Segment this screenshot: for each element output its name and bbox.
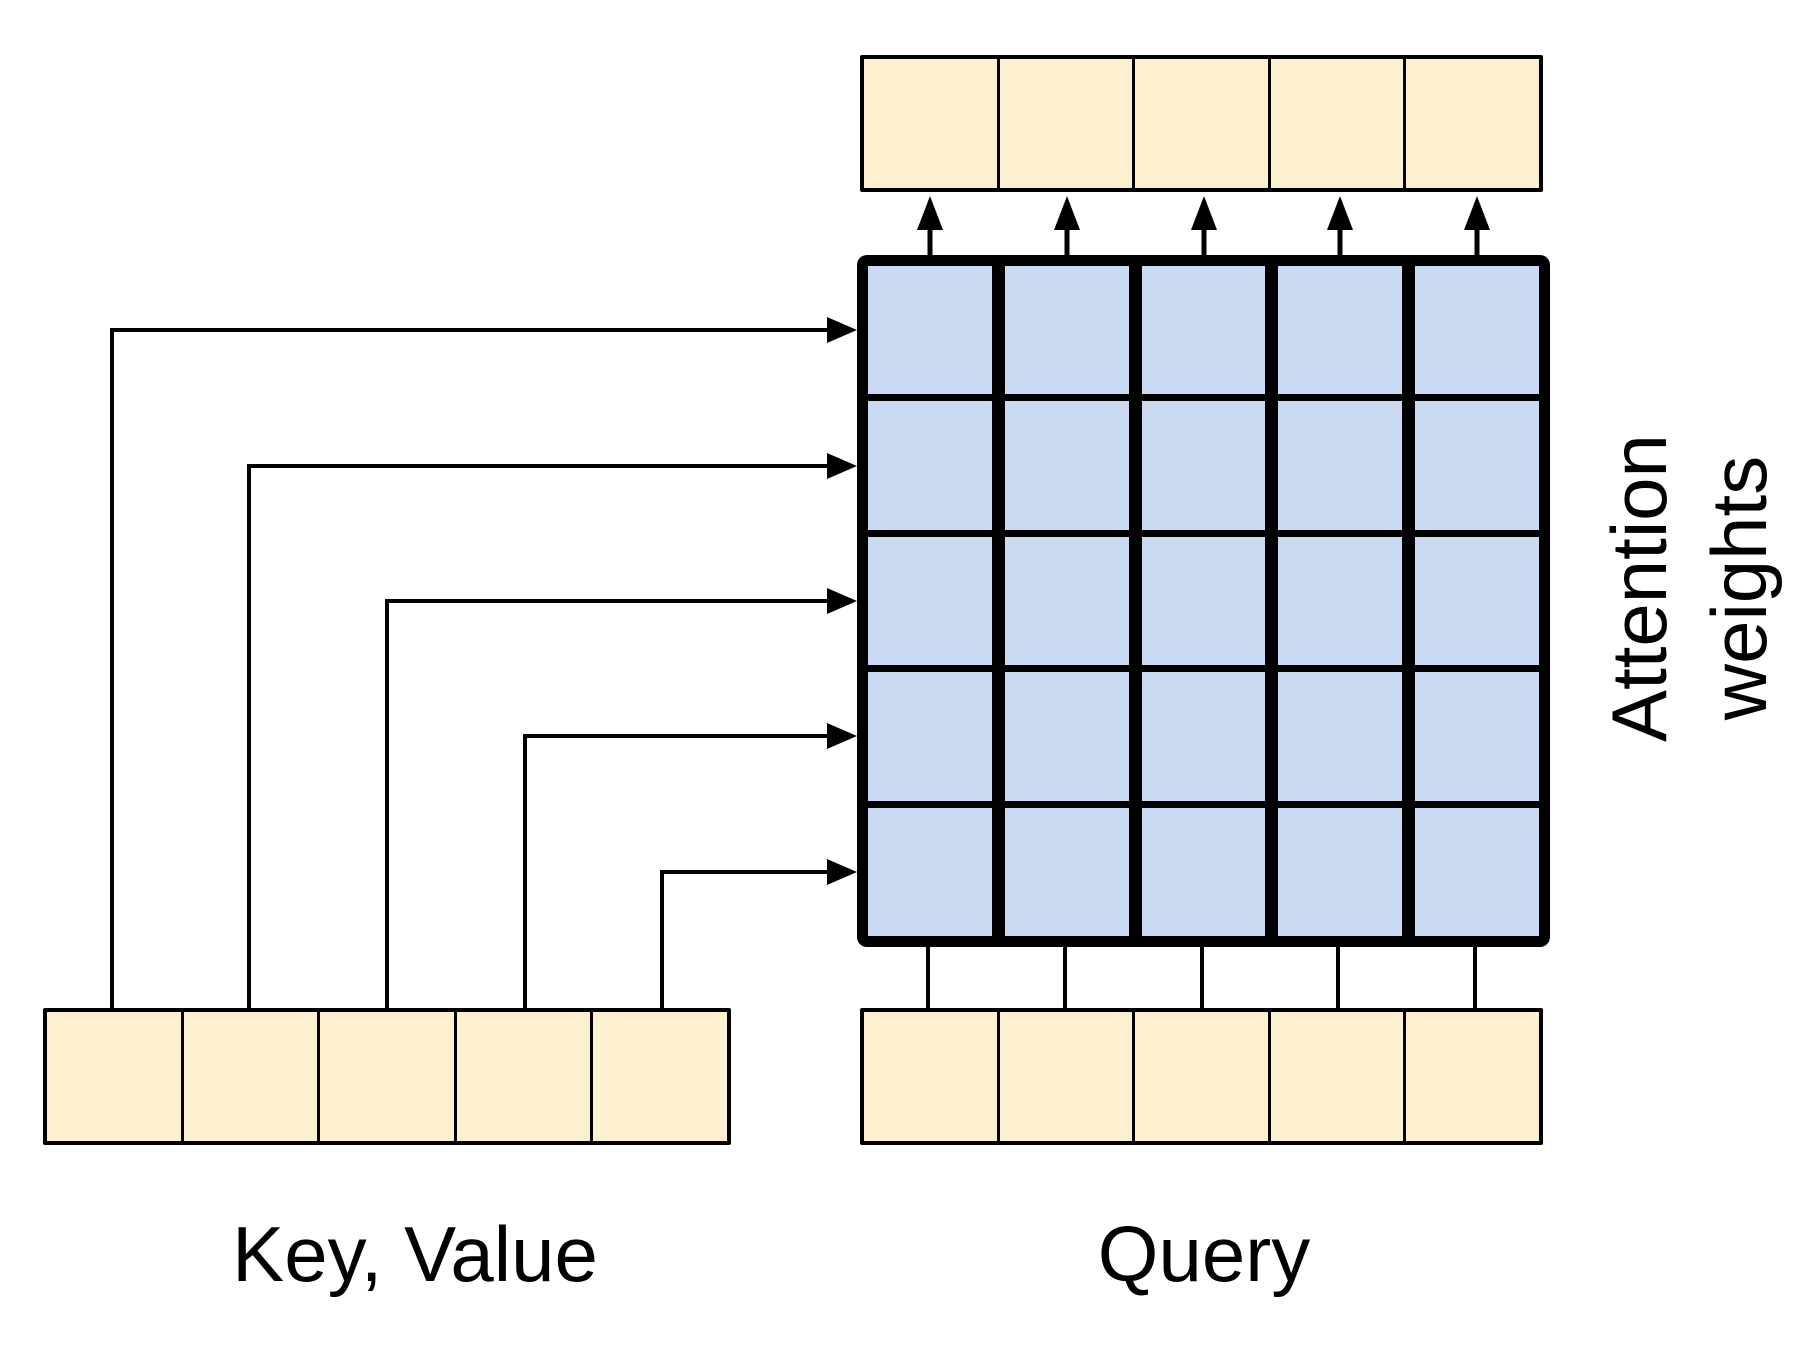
query-token-cell (1132, 1012, 1268, 1141)
attention-weights-label: Attention weights (1595, 434, 1783, 742)
output-token-row (860, 55, 1543, 192)
query-label: Query (1097, 1210, 1311, 1299)
attention-weight-cell (1004, 536, 1129, 666)
key-value-token-cell (590, 1012, 727, 1141)
attention-weight-cell (1004, 266, 1129, 395)
attention-weight-cell (868, 672, 992, 801)
kv-to-matrix-arrow (660, 859, 857, 1008)
key-value-token-cell (47, 1012, 181, 1141)
matrix-to-output-arrow (917, 196, 943, 258)
query-token-cell (1403, 1012, 1539, 1141)
attention-weight-cell (868, 807, 992, 936)
attention-weight-cell (868, 401, 992, 530)
attention-weight-cell (1415, 536, 1539, 666)
attention-weight-cell (1278, 672, 1403, 801)
output-token-cell (1132, 59, 1268, 188)
attention-weight-cell (1278, 266, 1403, 395)
attention-weight-cell (1141, 536, 1266, 666)
output-token-cell (864, 59, 997, 188)
attention-weight-cell (1141, 672, 1266, 801)
attention-weight-cell (1278, 401, 1403, 530)
attention-weight-cell (1415, 807, 1539, 936)
kv-to-matrix-arrow (385, 588, 857, 1008)
attention-weight-cell (1278, 807, 1403, 936)
matrix-to-output-arrow (1054, 196, 1080, 258)
output-token-cell (1267, 59, 1404, 188)
query-token-cell (996, 1012, 1133, 1141)
matrix-to-output-arrow (1327, 196, 1353, 258)
key-value-token-row (43, 1008, 731, 1145)
key-value-token-cell (453, 1012, 591, 1141)
attention-weight-cell (1004, 807, 1129, 936)
attention-weight-cell (868, 536, 992, 666)
query-token-row (860, 1008, 1543, 1145)
attention-weight-cell (1004, 672, 1129, 801)
query-token-cell (1267, 1012, 1404, 1141)
kv-to-matrix-arrow (110, 317, 857, 1008)
query-token-cell (864, 1012, 997, 1141)
matrix-to-output-arrow (1191, 196, 1217, 258)
attention-weight-cell (1415, 266, 1539, 395)
output-token-cell (996, 59, 1133, 188)
attention-weight-cell (1415, 401, 1539, 530)
attention-weight-cell (1141, 401, 1266, 530)
kv-to-matrix-arrow (523, 723, 857, 1008)
attention-weight-cell (1415, 672, 1539, 801)
attention-weight-cell (1141, 266, 1266, 395)
key-value-token-cell (317, 1012, 454, 1141)
attention-weight-cell (868, 266, 992, 395)
key-value-token-cell (180, 1012, 318, 1141)
kv-to-matrix-arrow (247, 453, 857, 1008)
output-token-cell (1403, 59, 1539, 188)
attention-weight-cell (1278, 536, 1403, 666)
key-value-label: Key, Value (232, 1210, 598, 1299)
attention-weights-matrix (857, 255, 1550, 947)
attention-weight-cell (1141, 807, 1266, 936)
matrix-to-output-arrow (1464, 196, 1490, 258)
attention-weight-cell (1004, 401, 1129, 530)
